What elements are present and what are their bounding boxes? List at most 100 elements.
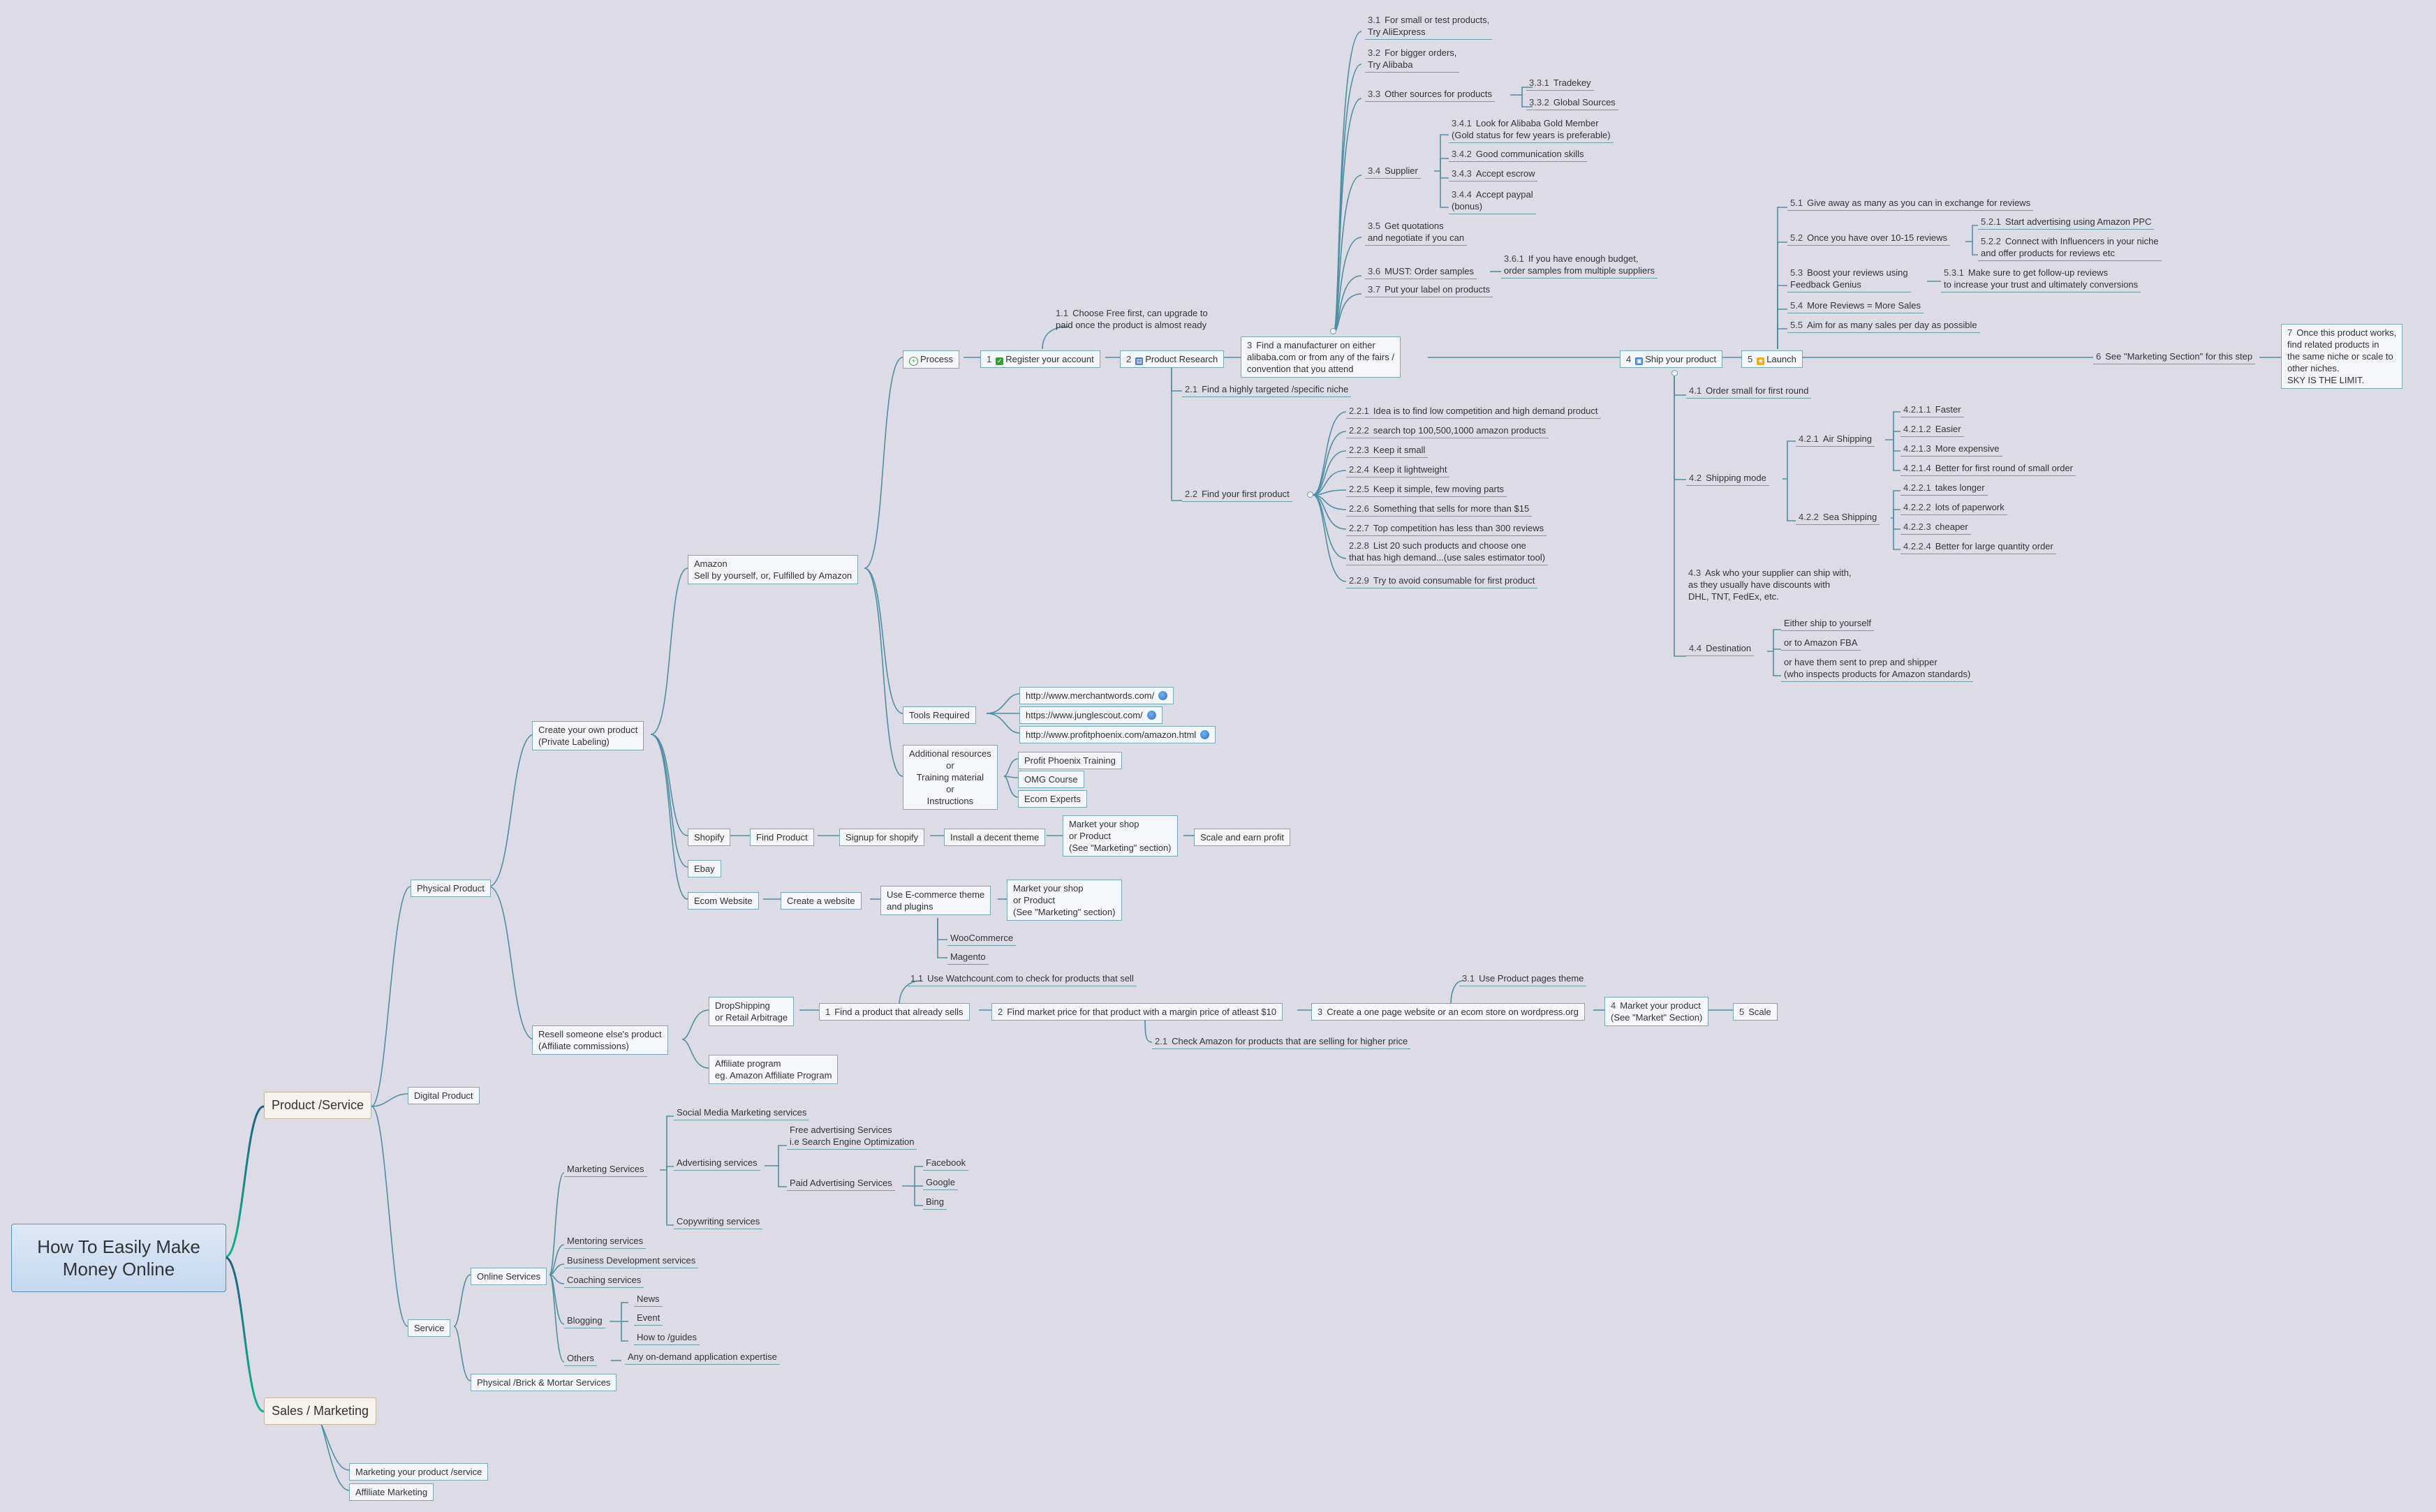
topic-create-website[interactable]: Create a website bbox=[781, 892, 862, 910]
topic-advertising[interactable]: Advertising services bbox=[674, 1157, 760, 1171]
collapse-handle[interactable] bbox=[1307, 491, 1313, 498]
topic-physical-services[interactable]: Physical /Brick & Mortar Services bbox=[471, 1374, 617, 1391]
topic-scale-earn[interactable]: Scale and earn profit bbox=[1194, 829, 1290, 846]
topic-news[interactable]: News bbox=[634, 1293, 663, 1307]
topic-free-advertising[interactable]: Free advertising Services i.e Search Eng… bbox=[787, 1124, 917, 1150]
step-ship-product[interactable]: 4▣Ship your product bbox=[1620, 350, 1723, 368]
topic-event[interactable]: Event bbox=[634, 1312, 663, 1326]
topic-dropshipping[interactable]: DropShipping or Retail Arbitrage bbox=[709, 997, 795, 1026]
collapse-handle[interactable] bbox=[1671, 370, 1678, 376]
collapse-handle[interactable] bbox=[1330, 328, 1336, 334]
step-product-research[interactable]: 2▤Product Research bbox=[1120, 350, 1225, 368]
topic-sales-marketing[interactable]: Sales / Marketing bbox=[264, 1398, 377, 1425]
topic-online-services[interactable]: Online Services bbox=[471, 1268, 547, 1285]
root-topic[interactable]: How To Easily Make Money Online bbox=[11, 1224, 226, 1292]
topic-magento[interactable]: Magento bbox=[947, 951, 989, 965]
topic-google[interactable]: Google bbox=[923, 1176, 958, 1190]
topic-product-service[interactable]: Product /Service bbox=[264, 1092, 372, 1119]
topic-resell-product[interactable]: Resell someone else's product (Affiliate… bbox=[532, 1025, 668, 1055]
topic-blogging[interactable]: Blogging bbox=[564, 1314, 605, 1328]
destination-item[interactable]: Either ship to yourself bbox=[1781, 617, 1875, 631]
topic-amazon[interactable]: Amazon Sell by yourself, or, Fulfilled b… bbox=[688, 555, 859, 584]
topic-profit-phoenix-training[interactable]: Profit Phoenix Training bbox=[1018, 752, 1122, 769]
topic-service[interactable]: Service bbox=[408, 1319, 451, 1337]
topic-coaching-services[interactable]: Coaching services bbox=[564, 1274, 644, 1288]
topic-process[interactable]: +Process bbox=[903, 350, 959, 369]
topic-marketing-your-product[interactable]: Marketing your product /service bbox=[349, 1463, 489, 1481]
topic-ecommerce-theme[interactable]: Use E-commerce theme and plugins bbox=[880, 886, 991, 915]
topic-digital-product[interactable]: Digital Product bbox=[408, 1087, 480, 1104]
topic-marketing-services[interactable]: Marketing Services bbox=[564, 1163, 647, 1177]
step-launch[interactable]: 5★Launch bbox=[1741, 350, 1803, 368]
link-profitphoenix[interactable]: http://www.profitphoenix.com/amazon.html bbox=[1019, 726, 1216, 743]
topic-affiliate-program[interactable]: Affiliate program eg. Amazon Affiliate P… bbox=[709, 1055, 839, 1084]
topic-affiliate-marketing[interactable]: Affiliate Marketing bbox=[349, 1483, 434, 1501]
destination-item[interactable]: or to Amazon FBA bbox=[1781, 637, 1861, 651]
topic-ecom-market-shop[interactable]: Market your shop or Product (See "Market… bbox=[1007, 880, 1122, 921]
topic-ecom-experts[interactable]: Ecom Experts bbox=[1018, 790, 1087, 808]
topic-find-product[interactable]: Find Product bbox=[750, 829, 814, 846]
topic-create-own-product[interactable]: Create your own product (Private Labelin… bbox=[532, 721, 644, 750]
topic-additional-resources[interactable]: Additional resources or Training materia… bbox=[903, 745, 998, 810]
topic-bing[interactable]: Bing bbox=[923, 1196, 947, 1210]
topic-how-to-guides[interactable]: How to /guides bbox=[634, 1331, 700, 1345]
topic-install-theme[interactable]: Install a decent theme bbox=[944, 829, 1046, 846]
topic-physical-product[interactable]: Physical Product bbox=[411, 880, 491, 897]
topic-mentoring-services[interactable]: Mentoring services bbox=[564, 1235, 647, 1249]
topic-signup-shopify[interactable]: Signup for shopify bbox=[839, 829, 925, 846]
topic-social-media[interactable]: Social Media Marketing services bbox=[674, 1106, 810, 1120]
topic-others[interactable]: Others bbox=[564, 1352, 598, 1366]
topic-woocommerce[interactable]: WooCommerce bbox=[947, 932, 1017, 946]
topic-market-shop[interactable]: Market your shop or Product (See "Market… bbox=[1063, 815, 1178, 857]
step-register-account[interactable]: 1✓Register your account bbox=[980, 350, 1100, 368]
